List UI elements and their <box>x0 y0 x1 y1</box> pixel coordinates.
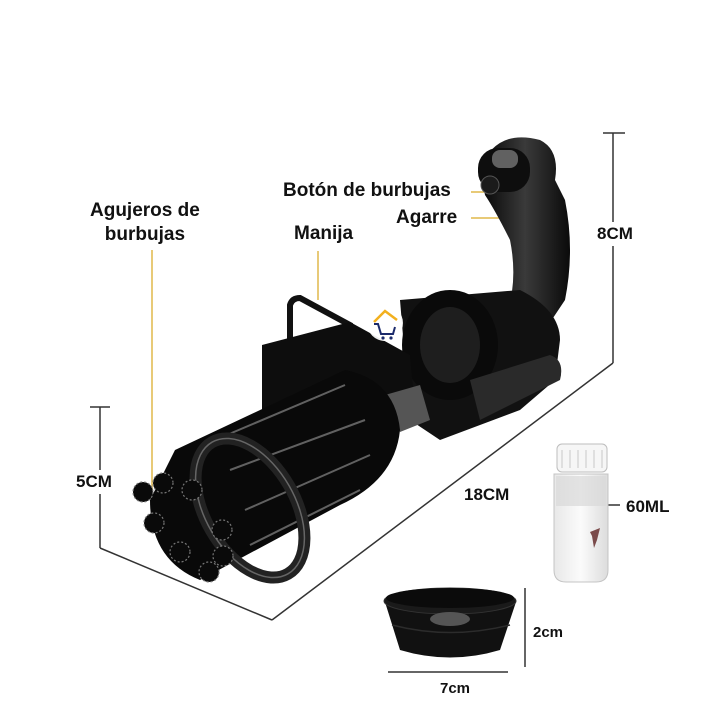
barrel-height-dimension-label: 5CM <box>76 470 112 494</box>
bubble-button-label: Botón de burbujas <box>283 180 451 201</box>
tray-width-label: 7cm <box>440 680 471 697</box>
bubble-solution-bottle <box>553 443 609 583</box>
handle-label: Manija <box>294 223 354 244</box>
bubble-tray <box>383 587 517 658</box>
height-dimension-label: 8CM <box>597 222 633 246</box>
bubble-holes-label: Agujeros de burbujas <box>90 199 200 247</box>
grip-label: Agarre <box>396 207 458 228</box>
tray-height-label: 2cm <box>533 624 564 641</box>
bottle-volume-label: 60ML <box>626 497 670 516</box>
home-cart-icon <box>367 305 403 341</box>
bubble-gun <box>132 137 570 584</box>
bubble-holes-label-line2: burbujas <box>104 224 186 245</box>
bubble-holes-label-line1: Agujeros de <box>90 200 200 221</box>
length-dimension-label: 18CM <box>464 485 510 504</box>
dimension-lines <box>90 132 625 673</box>
